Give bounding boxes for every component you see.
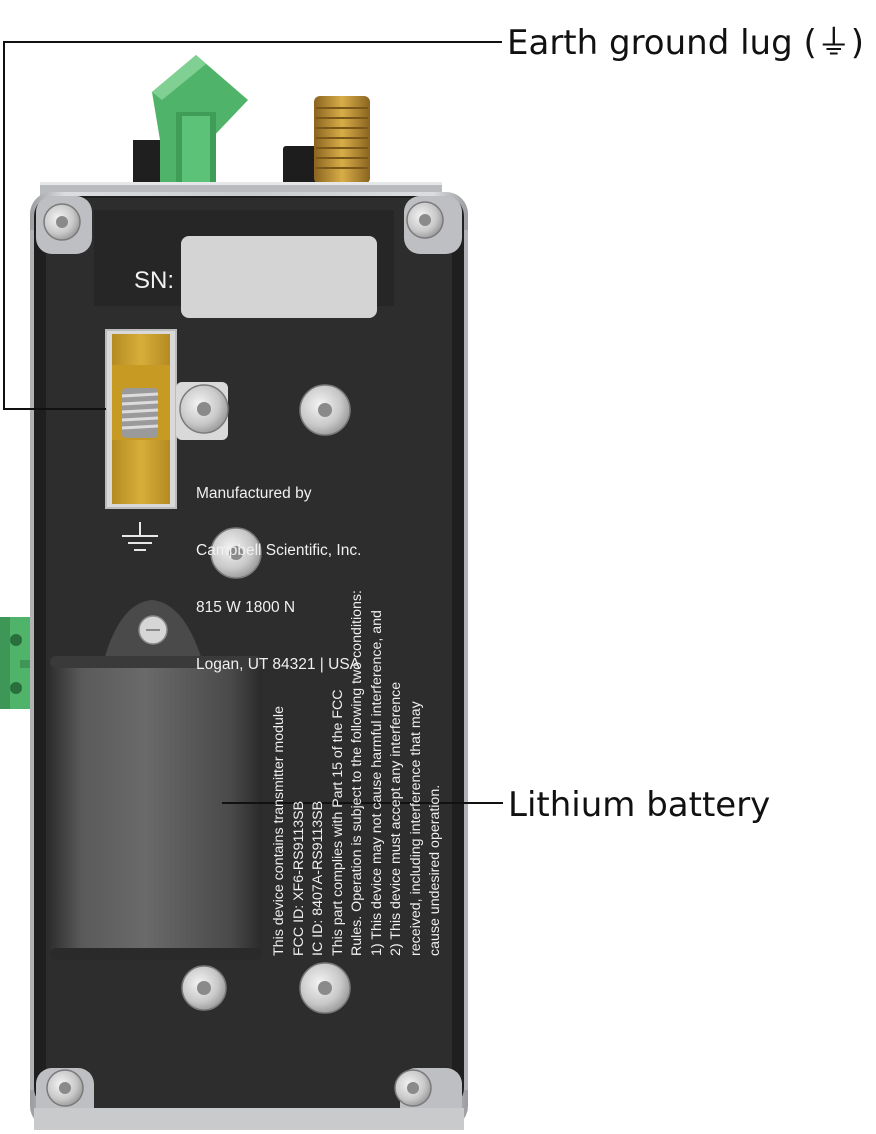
fcc-line: cause undesired operation. <box>427 784 443 956</box>
screw-top-right <box>406 201 444 239</box>
sma-antenna-connector <box>314 96 370 184</box>
screw-mid-right <box>299 384 351 436</box>
fcc-line: 1) This device may not cause harmful int… <box>368 610 385 956</box>
fcc-line: IC ID: 8407A-RS9113SB <box>310 800 326 956</box>
corner-screws <box>43 201 444 1107</box>
fcc-line: This device contains transmitter module <box>271 706 287 956</box>
black-connector-left <box>133 140 163 188</box>
fcc-line: FCC ID: XF6-RS9113SB <box>290 800 307 956</box>
screw-center <box>210 527 262 579</box>
screw-top-left <box>43 203 81 241</box>
screw-bottom-left <box>46 1069 84 1107</box>
screw-ground-lug <box>179 384 229 434</box>
side-green-terminal <box>0 617 34 709</box>
green-terminal-block <box>152 55 248 184</box>
fcc-line: received, including interference that ma… <box>407 701 424 956</box>
manufacturer-line: Campbell Scientific, Inc. <box>196 542 362 559</box>
manufacturer-info: Manufactured by Campbell Scientific, Inc… <box>196 446 361 712</box>
earth-ground-lug <box>105 329 228 509</box>
lithium-battery-callout: Lithium battery <box>508 785 771 825</box>
top-connectors <box>40 55 442 198</box>
serial-number-blank <box>181 236 377 318</box>
fcc-line: Rules. Operation is subject to the follo… <box>349 590 365 956</box>
fcc-line: This part complies with Part 15 of the F… <box>329 689 346 956</box>
fcc-compliance-text: This device contains transmitter module … <box>270 590 446 956</box>
lithium-battery <box>50 600 262 960</box>
panel-screws <box>179 384 351 1014</box>
ground-symbol-icon <box>122 522 158 551</box>
manufacturer-line: 815 W 1800 N <box>196 599 296 616</box>
screw-bottom-right <box>394 1069 432 1107</box>
manufacturer-line: Logan, UT 84321 | USA <box>196 656 361 673</box>
screw-lower-left <box>181 965 227 1011</box>
manufacturer-line: Manufactured by <box>196 485 312 502</box>
serial-number-plate <box>94 210 394 318</box>
earth-ground-leader-line <box>3 41 502 410</box>
fcc-line: 2) This device must accept any interfere… <box>388 681 404 956</box>
screw-lower-right <box>299 962 351 1014</box>
earth-ground-lug-callout: Earth ground lug (⏚) <box>507 23 864 63</box>
callout-leaders <box>3 41 503 804</box>
serial-number-label: SN: <box>134 267 175 294</box>
